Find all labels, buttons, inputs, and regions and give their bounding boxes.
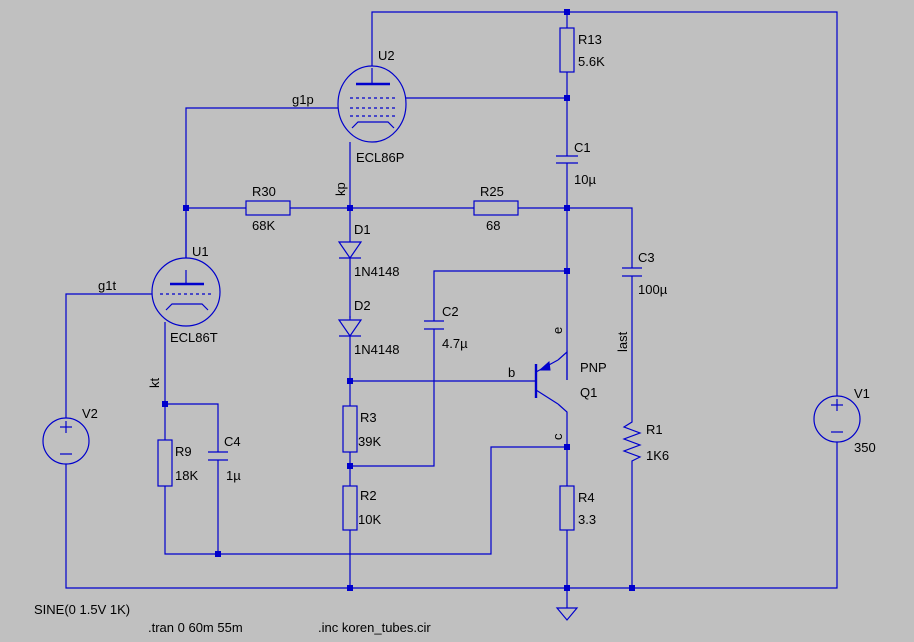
u2-ref: U2 <box>378 48 395 63</box>
c4-value: 1µ <box>226 468 241 483</box>
r4-ref: R4 <box>578 490 595 505</box>
c2-ref: C2 <box>442 304 459 319</box>
net-label-c: c <box>550 433 565 440</box>
tube-u1[interactable]: U1 ECL86T <box>151 244 221 345</box>
d1-value: 1N4148 <box>354 264 400 279</box>
r30-ref: R30 <box>252 184 276 199</box>
diode-d1[interactable]: D1 1N4148 <box>337 222 400 279</box>
resistor-r1[interactable]: R1 1K6 <box>622 416 669 464</box>
net-label-kp: kp <box>333 182 348 196</box>
resistor-r3[interactable]: R3 39K <box>342 405 381 453</box>
capacitor-c4[interactable]: C4 1µ <box>208 434 241 483</box>
net-labels: g1p kp g1t kt b e c last <box>98 92 630 440</box>
u1-ref: U1 <box>192 244 209 259</box>
r2-ref: R2 <box>360 488 377 503</box>
capacitor-c1[interactable]: C1 10µ <box>556 140 596 187</box>
v2-source-spec[interactable]: SINE(0 1.5V 1K) <box>34 602 130 617</box>
q1-value: PNP <box>580 360 607 375</box>
capacitor-c3[interactable]: C3 100µ <box>622 250 668 297</box>
c3-value: 100µ <box>638 282 668 297</box>
resistor-r9[interactable]: R9 18K <box>157 439 198 487</box>
r2-value: 10K <box>358 512 381 527</box>
net-label-last: last <box>615 331 630 352</box>
net-label-b: b <box>508 365 515 380</box>
voltage-source-v2[interactable]: V2 <box>42 406 98 465</box>
r4-value: 3.3 <box>578 512 596 527</box>
resistor-r30[interactable]: R30 68K <box>245 184 291 233</box>
tube-u2[interactable]: U2 ECL86P <box>337 48 407 165</box>
c2-value: 4.7µ <box>442 336 468 351</box>
u2-value: ECL86P <box>356 150 404 165</box>
net-label-g1p: g1p <box>292 92 314 107</box>
v1-ref: V1 <box>854 386 870 401</box>
capacitor-c2[interactable]: C2 4.7µ <box>424 304 468 351</box>
c3-ref: C3 <box>638 250 655 265</box>
net-label-kt: kt <box>147 378 162 389</box>
net-label-e: e <box>550 327 565 334</box>
d2-value: 1N4148 <box>354 342 400 357</box>
spice-directives: SINE(0 1.5V 1K) .tran 0 60m 55m .inc kor… <box>34 602 431 635</box>
r9-ref: R9 <box>175 444 192 459</box>
voltage-source-v1[interactable]: V1 350 <box>813 386 876 455</box>
d1-ref: D1 <box>354 222 371 237</box>
c4-ref: C4 <box>224 434 241 449</box>
r13-value: 5.6K <box>578 54 605 69</box>
resistor-r25[interactable]: R25 68 <box>473 184 519 233</box>
v1-value: 350 <box>854 440 876 455</box>
c1-ref: C1 <box>574 140 591 155</box>
u1-value: ECL86T <box>170 330 218 345</box>
r9-value: 18K <box>175 468 198 483</box>
c1-value: 10µ <box>574 172 596 187</box>
q1-ref: Q1 <box>580 385 597 400</box>
diode-d2[interactable]: D2 1N4148 <box>337 298 400 357</box>
net-label-g1t: g1t <box>98 278 116 293</box>
resistor-r4[interactable]: R4 3.3 <box>559 485 596 531</box>
r1-ref: R1 <box>646 422 663 437</box>
r25-value: 68 <box>486 218 500 233</box>
resistor-r2[interactable]: R2 10K <box>342 485 381 531</box>
r1-value: 1K6 <box>646 448 669 463</box>
junctions <box>162 9 635 591</box>
r13-ref: R13 <box>578 32 602 47</box>
r25-ref: R25 <box>480 184 504 199</box>
r3-ref: R3 <box>360 410 377 425</box>
ground-symbol <box>555 607 579 621</box>
resistor-r13[interactable]: R13 5.6K <box>559 27 605 73</box>
v2-ref: V2 <box>82 406 98 421</box>
include-directive[interactable]: .inc koren_tubes.cir <box>318 620 431 635</box>
tran-directive[interactable]: .tran 0 60m 55m <box>148 620 243 635</box>
r3-value: 39K <box>358 434 381 449</box>
d2-ref: D2 <box>354 298 371 313</box>
r30-value: 68K <box>252 218 275 233</box>
transistor-q1[interactable]: PNP Q1 <box>534 359 607 405</box>
